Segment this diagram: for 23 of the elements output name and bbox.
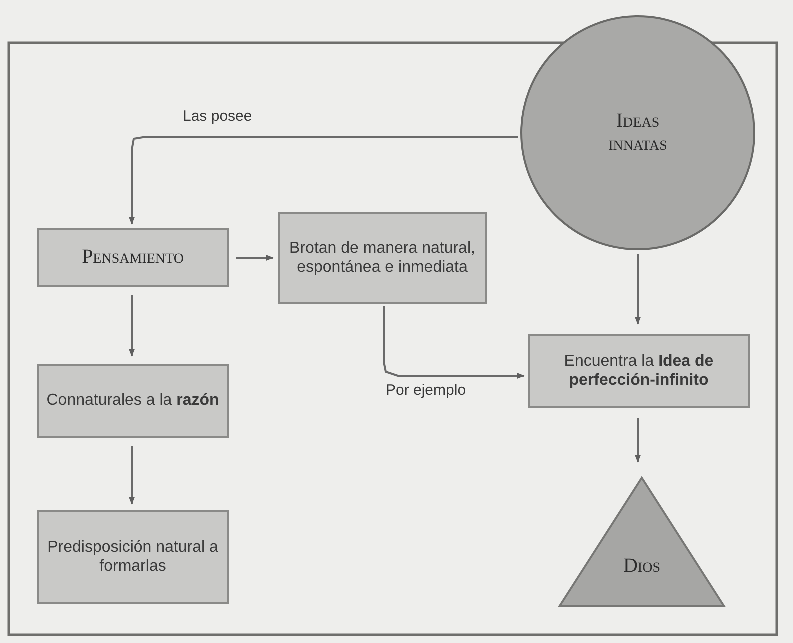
node-label: Encuentra la Idea de perfección-infinito (563, 352, 715, 390)
arrow (128, 295, 136, 357)
edge-label: Por ejemplo (384, 382, 468, 399)
triangle-shape (558, 476, 726, 608)
arrow (236, 254, 274, 262)
arrow (128, 136, 518, 225)
node-label: Connaturales a la razón (46, 391, 220, 411)
node-label: Ideas innatas (608, 110, 668, 156)
edge-label: Las posee (181, 108, 254, 125)
arrow (634, 254, 642, 325)
node-label: Brotan de manera natural, espontánea e inmediata (288, 238, 476, 278)
node-label: Pensamiento (82, 246, 184, 269)
concept-box (528, 334, 750, 408)
idea-circle (520, 15, 756, 251)
concept-box (37, 510, 229, 604)
concept-box (37, 364, 229, 438)
node-label: Predisposición natural a formarlas (46, 538, 220, 576)
arrow (634, 418, 642, 463)
arrow (383, 306, 525, 380)
concept-box (37, 228, 229, 287)
arrow (128, 446, 136, 505)
node-label: Dios (623, 555, 660, 578)
concept-box (278, 212, 487, 304)
